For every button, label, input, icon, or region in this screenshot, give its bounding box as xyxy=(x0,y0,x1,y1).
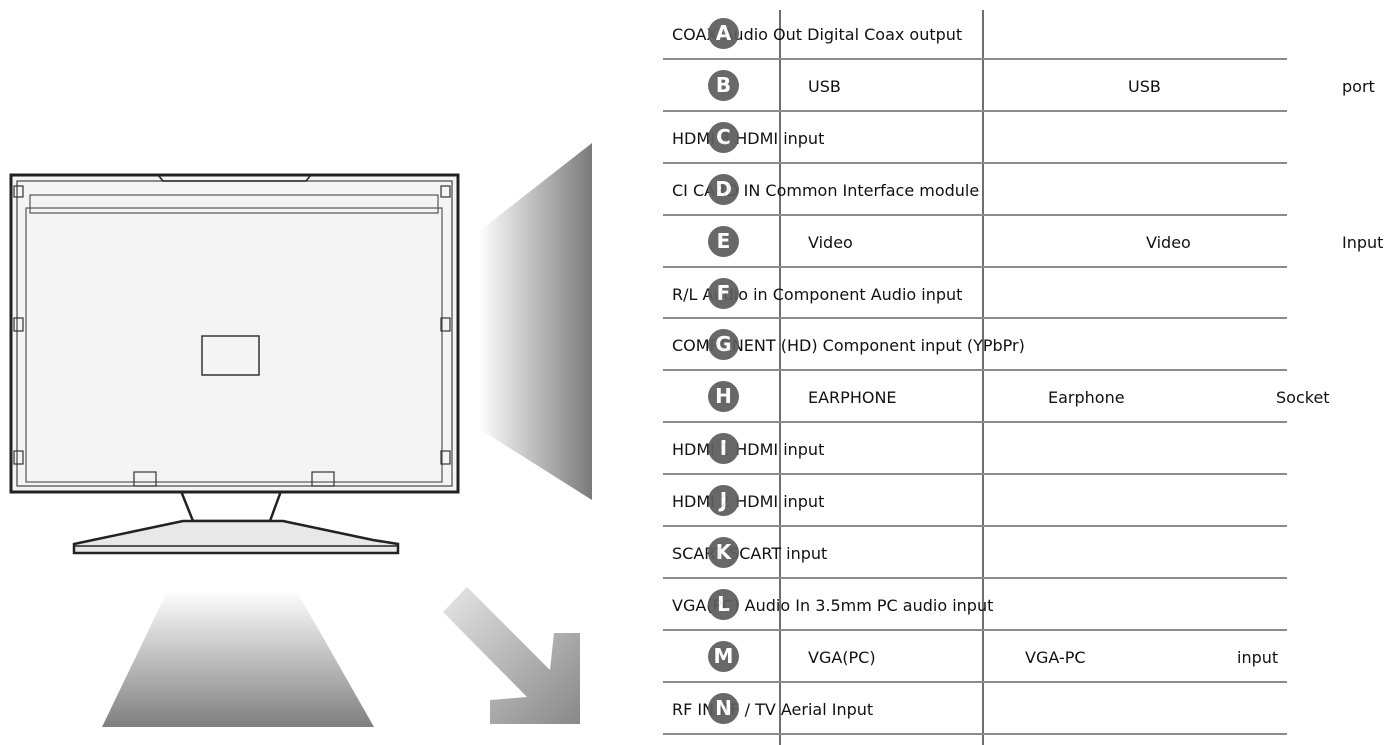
connector-badge-e: E xyxy=(708,226,739,257)
row-rule xyxy=(663,162,1287,164)
table-divider-left xyxy=(779,10,781,745)
row-rule xyxy=(663,214,1287,216)
row-column-3: Socket xyxy=(1276,388,1330,407)
row-rule xyxy=(663,58,1287,60)
connector-badge-h: H xyxy=(708,381,739,412)
row-column-3: port xyxy=(1342,77,1375,96)
row-label: SCART SCART input xyxy=(672,544,828,563)
connector-badge-k: K xyxy=(708,537,739,568)
row-column-1: VGA(PC) xyxy=(808,648,876,667)
row-rule xyxy=(663,681,1287,683)
row-label: HDMI 3 HDMI input xyxy=(672,129,825,148)
row-column-1: Video xyxy=(808,233,853,252)
row-column-2: Earphone xyxy=(1048,388,1125,407)
row-column-3: input xyxy=(1237,648,1279,667)
row-rule xyxy=(663,110,1287,112)
connector-badge-i: I xyxy=(708,433,739,464)
bottom-panel-gradient xyxy=(102,590,374,727)
connector-badge-g: G xyxy=(708,329,739,360)
row-rule xyxy=(663,317,1287,319)
side-panel-gradient xyxy=(478,143,592,500)
row-column-2: USB xyxy=(1128,77,1161,96)
connector-badge-f: F xyxy=(708,278,739,309)
row-label: RF IN RF / TV Aerial Input xyxy=(672,700,874,719)
row-rule xyxy=(663,577,1287,579)
row-label: HDMI 1 HDMI input xyxy=(672,440,825,459)
row-label: COMPONENT (HD) Component input (YPbPr) xyxy=(672,336,1025,355)
tv-stand-neck xyxy=(179,489,283,523)
row-rule xyxy=(663,473,1287,475)
row-label: CI CARD IN Common Interface module xyxy=(672,181,980,200)
tv-stand-base xyxy=(72,519,400,555)
row-rule xyxy=(663,733,1287,735)
row-label: HDMI 2 HDMI input xyxy=(672,492,825,511)
connector-badge-b: B xyxy=(708,70,739,101)
tv-back-frame xyxy=(9,173,460,494)
row-column-3: Input xyxy=(1342,233,1384,252)
row-label: COAX Audio Out Digital Coax output xyxy=(672,25,963,44)
tv-back-illustration xyxy=(9,143,592,727)
arrow-down-right-icon xyxy=(443,587,580,724)
connector-badge-c: C xyxy=(708,122,739,153)
connector-badge-n: N xyxy=(708,693,739,724)
row-column-2: VGA-PC xyxy=(1025,648,1086,667)
connector-badge-l: L xyxy=(708,589,739,620)
table-divider-right xyxy=(982,10,984,745)
row-label: R/L Audio in Component Audio input xyxy=(672,285,963,304)
connector-badge-m: M xyxy=(708,641,739,672)
row-rule xyxy=(663,266,1287,268)
rating-label-plate xyxy=(201,335,260,376)
row-rule xyxy=(663,525,1287,527)
row-column-2: Video xyxy=(1146,233,1191,252)
row-rule xyxy=(663,629,1287,631)
row-column-1: USB xyxy=(808,77,841,96)
connector-badge-j: J xyxy=(708,485,739,516)
connector-badge-a: A xyxy=(708,18,739,49)
row-rule xyxy=(663,369,1287,371)
connector-badge-d: D xyxy=(708,174,739,205)
row-column-1: EARPHONE xyxy=(808,388,897,407)
row-label: VGA(PC) Audio In 3.5mm PC audio input xyxy=(672,596,994,615)
row-rule xyxy=(663,421,1287,423)
